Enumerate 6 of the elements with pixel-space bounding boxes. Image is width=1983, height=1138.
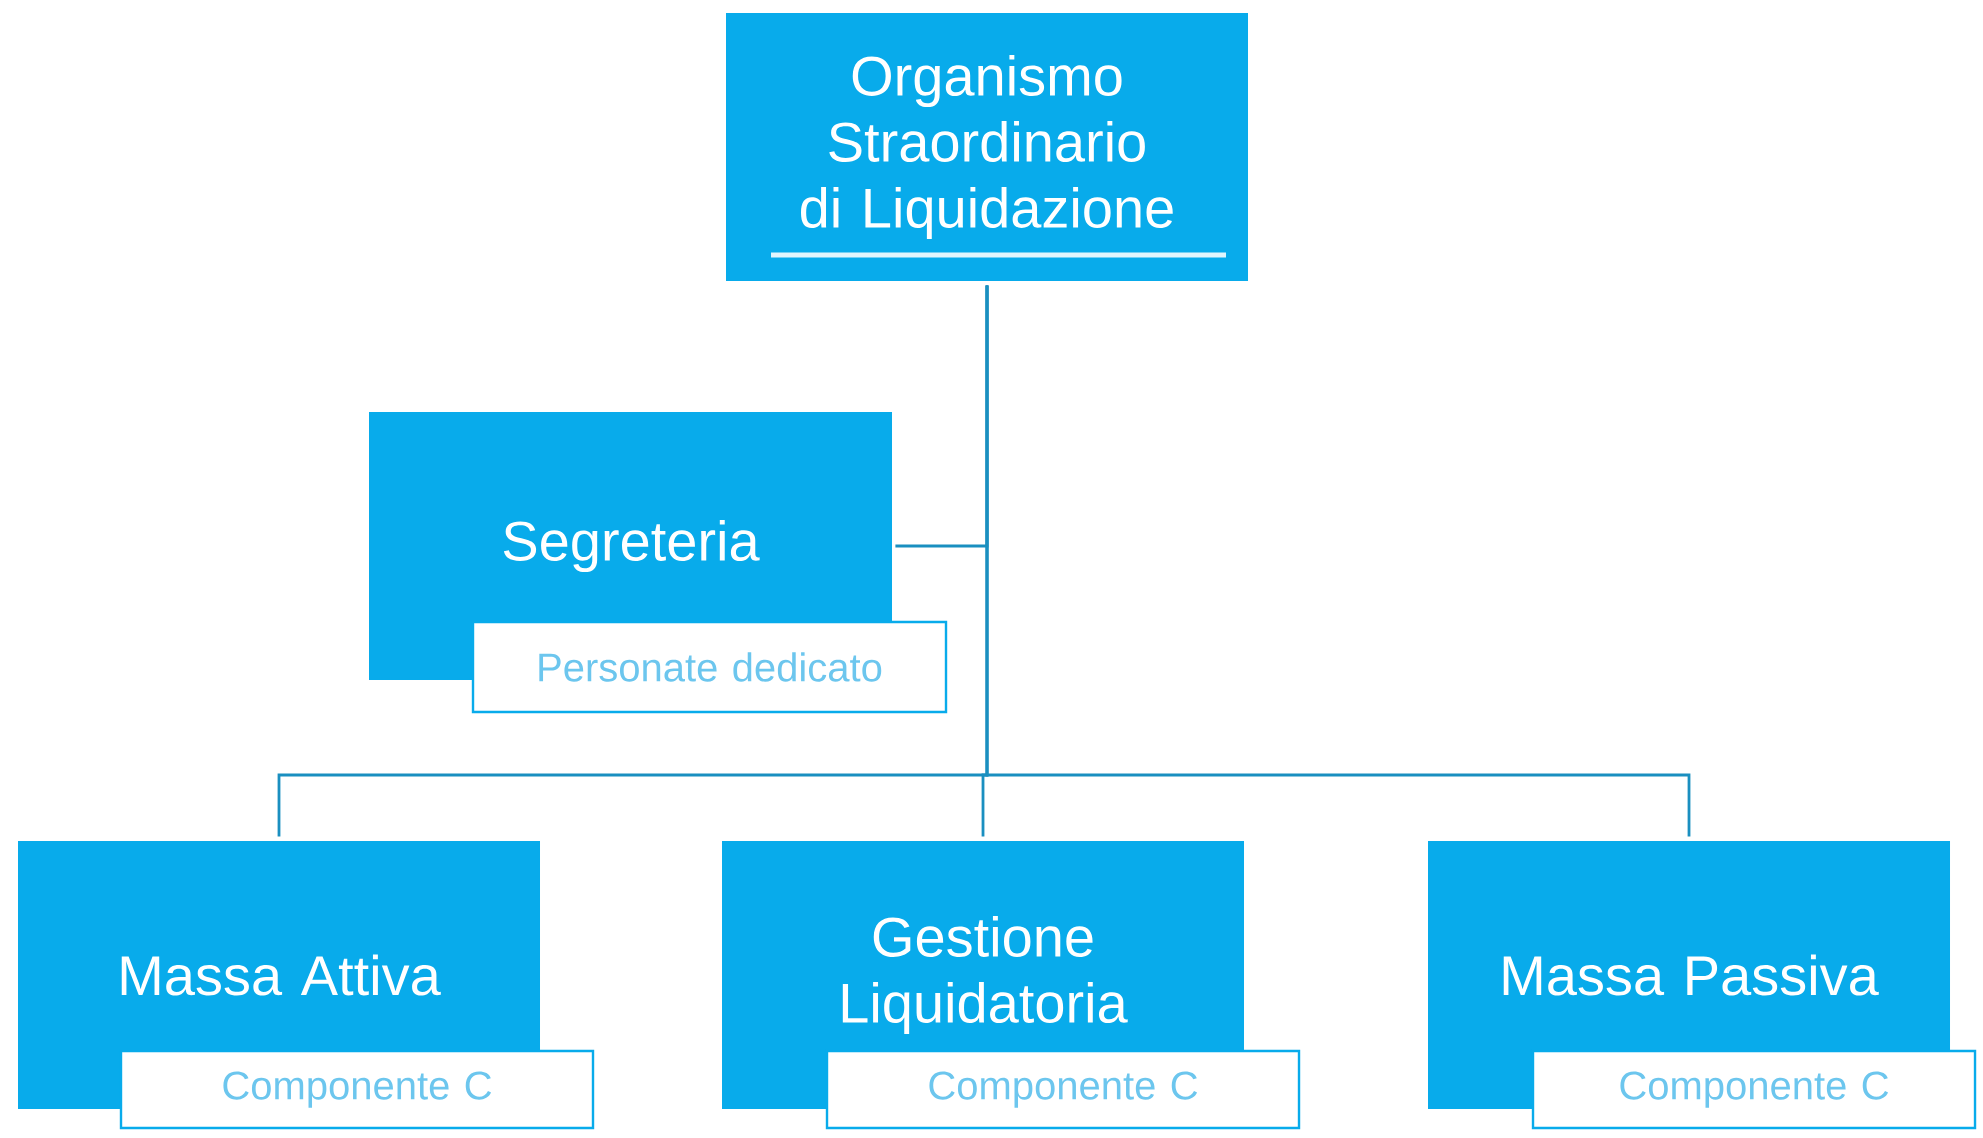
title-box: Organismo Straordinario di Liquidazione — [726, 13, 1248, 281]
staff-box: Componente C — [119, 1049, 595, 1130]
staff-box: Componente C — [1531, 1049, 1977, 1130]
staff-box: Personate dedicato — [471, 620, 948, 714]
connector-line — [985, 285, 1691, 837]
staff-box: Componente C — [825, 1049, 1301, 1130]
